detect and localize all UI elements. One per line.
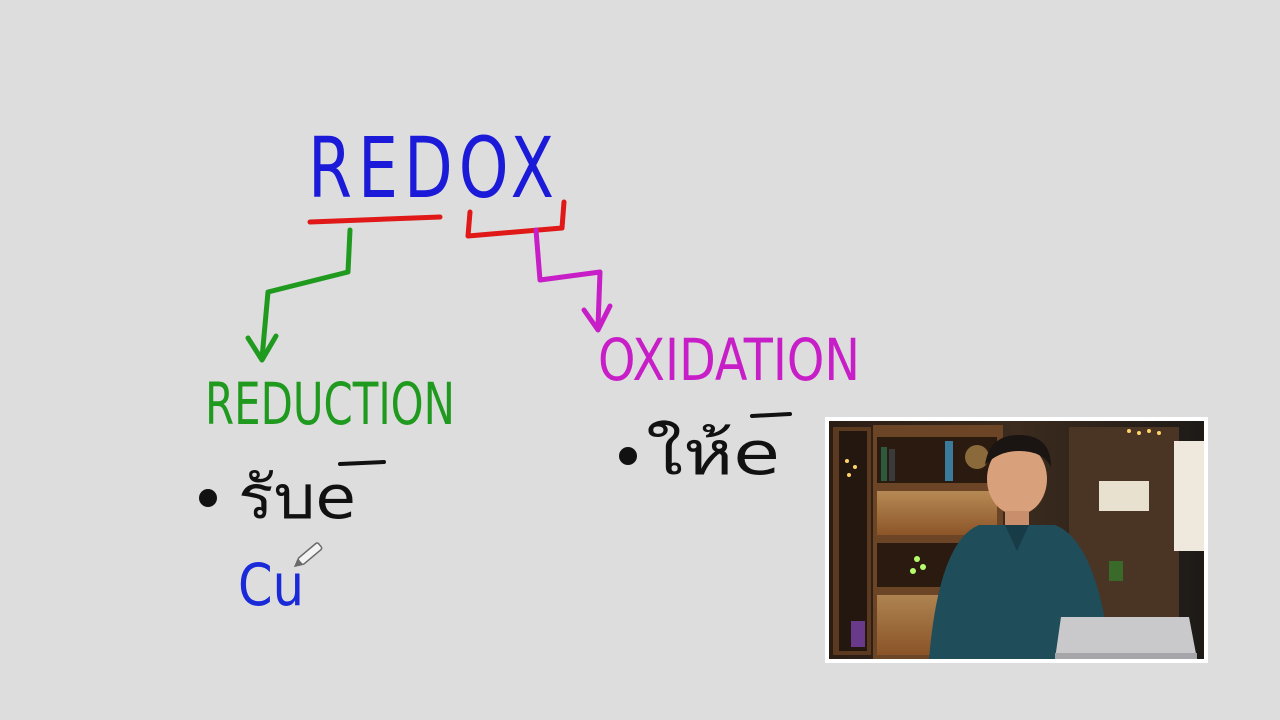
bullet-right [619, 447, 637, 465]
label-oxidation: OXIDATION [598, 326, 860, 394]
pen-cursor-icon [293, 542, 323, 568]
arrow-reduction [259, 227, 353, 361]
underline-re [307, 214, 443, 225]
arrow-oxidation-head [581, 303, 613, 333]
note-left: รับe [238, 463, 356, 533]
arrow-reduction-head [245, 333, 279, 363]
minus-sign-left [338, 460, 386, 466]
note-right: ให้e [646, 419, 780, 489]
bracket-ox [465, 199, 567, 239]
minus-sign-right [750, 412, 792, 418]
example-cu: Cu [238, 551, 304, 619]
title-redox: REDOX [308, 119, 560, 217]
presenter-webcam [825, 417, 1208, 663]
label-reduction: REDUCTION [205, 370, 455, 438]
arrow-oxidation [533, 227, 603, 329]
bullet-left [199, 489, 217, 507]
webcam-scene [829, 421, 1204, 659]
